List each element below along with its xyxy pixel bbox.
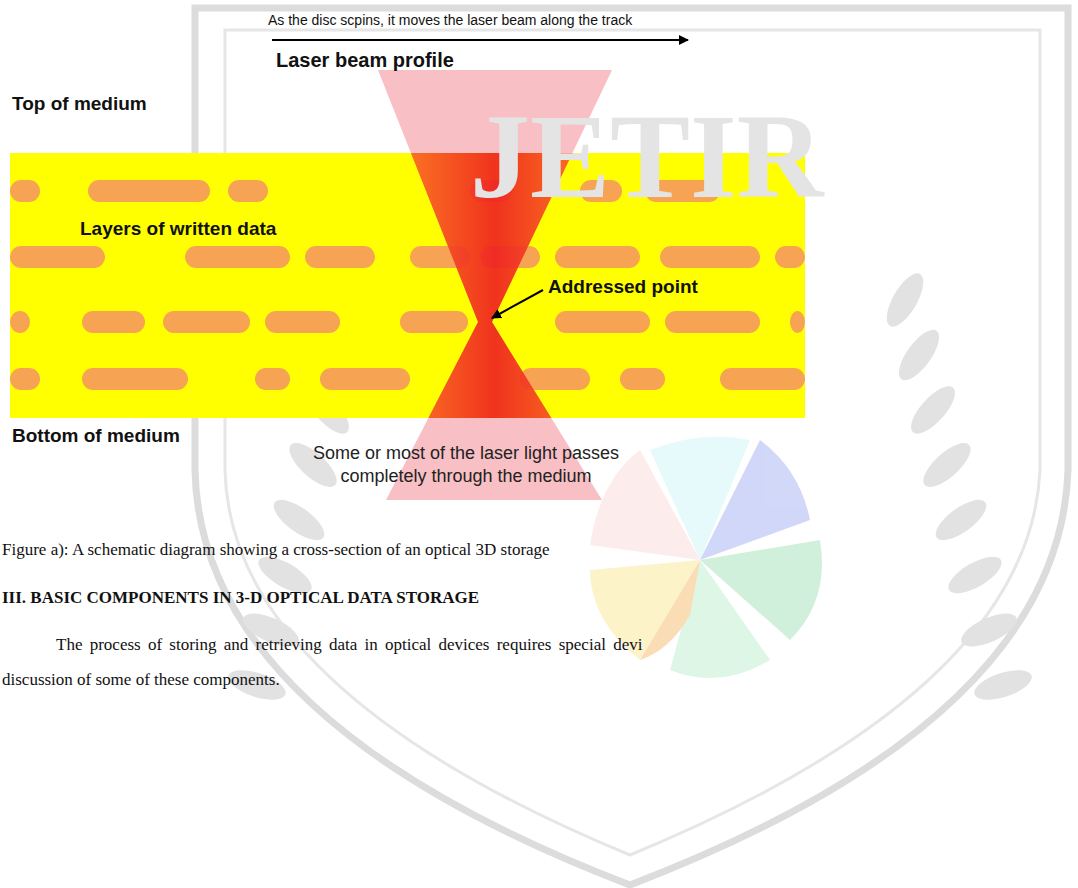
section-heading: III. BASIC COMPONENTS IN 3-D OPTICAL DAT… xyxy=(2,588,479,608)
watermark-text: JETIR xyxy=(470,88,823,226)
medium-top-label: Top of medium xyxy=(12,93,147,115)
point-label: Addressed point xyxy=(548,276,698,298)
track-arrow xyxy=(272,39,688,41)
beam-note: Some or most of the laser light passes c… xyxy=(296,442,636,489)
figure-caption: Figure a): A schematic diagram showing a… xyxy=(2,540,550,560)
body-text: discussion of some of these components. xyxy=(2,670,280,690)
body-text: The process of storing and retrieving da… xyxy=(56,635,642,655)
pointer-arrow xyxy=(492,290,543,318)
medium-bottom-label: Bottom of medium xyxy=(12,425,180,447)
beam-label: Laser beam profile xyxy=(276,49,454,72)
track-note: As the disc scpins, it moves the laser b… xyxy=(268,12,632,28)
layers-label: Layers of written data xyxy=(80,218,276,240)
